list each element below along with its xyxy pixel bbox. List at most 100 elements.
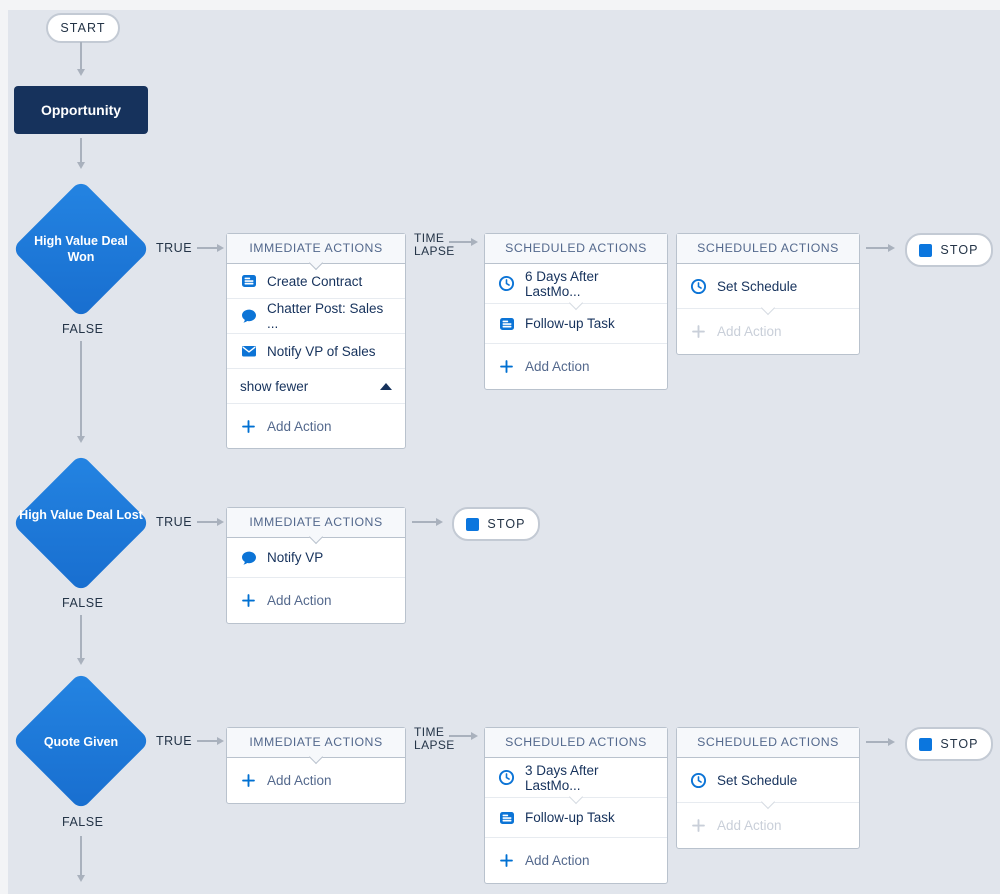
set-schedule-item[interactable]: Set Schedule [677, 264, 859, 316]
action-label: Follow-up Task [525, 316, 615, 331]
time-lapse-label: TIME LAPSE [414, 231, 455, 258]
add-action-button[interactable]: Add Action [485, 838, 667, 883]
stop-node: STOP [905, 727, 993, 761]
show-fewer-label: show fewer [240, 378, 309, 394]
add-action-label: Add Action [267, 418, 332, 434]
connector-arrow [197, 737, 224, 745]
stop-node: STOP [452, 507, 540, 541]
connector-arrow [449, 238, 478, 246]
stop-label: STOP [487, 517, 526, 531]
schedule-item[interactable]: 3 Days After LastMo... [485, 758, 667, 805]
schedule-item[interactable]: 6 Days After LastMo... [485, 264, 667, 311]
connector-arrow [197, 244, 224, 252]
action-item[interactable]: Notify VP [227, 538, 405, 578]
immediate-actions-card: IMMEDIATE ACTIONS Add Action [226, 727, 406, 804]
clock-icon [690, 278, 707, 295]
schedule-label: 6 Days After LastMo... [525, 268, 599, 299]
plus-icon [498, 358, 515, 375]
action-label: Follow-up Task [525, 810, 615, 825]
action-item[interactable]: Chatter Post: Sales ... [227, 299, 405, 334]
add-action-button[interactable]: Add Action [227, 758, 405, 803]
connector-arrow [412, 518, 443, 526]
clock-icon [498, 769, 515, 786]
card-header: SCHEDULED ACTIONS [485, 234, 667, 264]
action-label: Chatter Post: Sales ... [267, 301, 384, 331]
plus-icon [240, 418, 257, 435]
add-action-button[interactable]: Add Action [485, 344, 667, 389]
connector-arrow [77, 341, 85, 443]
connector-arrow [449, 732, 478, 740]
false-label: FALSE [62, 322, 104, 336]
time-lapse-label: TIME LAPSE [414, 725, 455, 752]
true-label: TRUE [156, 241, 193, 255]
stop-label: STOP [940, 243, 979, 257]
plus-icon [498, 852, 515, 869]
card-title: SCHEDULED ACTIONS [505, 735, 647, 749]
schedule-label: 3 Days After LastMo... [525, 762, 599, 793]
stop-icon [919, 243, 933, 257]
card-header: IMMEDIATE ACTIONS [227, 234, 405, 271]
card-header: IMMEDIATE ACTIONS [227, 728, 405, 765]
connector-arrow [77, 615, 85, 665]
card-title: SCHEDULED ACTIONS [697, 735, 839, 749]
action-item[interactable]: Follow-up Task [485, 304, 667, 344]
plus-icon [690, 817, 707, 834]
add-action-label: Add Action [267, 773, 332, 788]
false-label: FALSE [62, 815, 104, 829]
show-fewer-toggle[interactable]: show fewer [227, 369, 405, 404]
card-title: IMMEDIATE ACTIONS [249, 735, 383, 749]
card-title: IMMEDIATE ACTIONS [249, 241, 383, 255]
email-icon [240, 343, 257, 360]
action-item[interactable]: Follow-up Task [485, 798, 667, 838]
action-label: Create Contract [267, 273, 363, 289]
scheduled-actions-card: SCHEDULED ACTIONS Set Schedule Add Actio… [676, 727, 860, 849]
connector-arrow [77, 836, 85, 882]
add-action-button-disabled: Add Action [677, 309, 859, 354]
chatter-icon [240, 308, 257, 325]
add-action-button[interactable]: Add Action [227, 578, 405, 623]
task-icon [498, 809, 515, 826]
set-schedule-item[interactable]: Set Schedule [677, 758, 859, 810]
start-node: START [46, 13, 120, 43]
plus-icon [690, 323, 707, 340]
stop-icon [919, 737, 933, 751]
false-label: FALSE [62, 596, 104, 610]
scheduled-actions-card: SCHEDULED ACTIONS 3 Days After LastMo...… [484, 727, 668, 884]
action-item[interactable]: Create Contract [227, 264, 405, 299]
clock-icon [498, 275, 515, 292]
chatter-icon [240, 549, 257, 566]
card-title: SCHEDULED ACTIONS [505, 241, 647, 255]
action-item[interactable]: Notify VP of Sales [227, 334, 405, 369]
true-label: TRUE [156, 734, 193, 748]
add-action-label: Add Action [717, 324, 782, 339]
connector-arrow [197, 518, 224, 526]
card-header: SCHEDULED ACTIONS [677, 728, 859, 758]
task-icon [240, 273, 257, 290]
card-header: SCHEDULED ACTIONS [677, 234, 859, 264]
scheduled-actions-card: SCHEDULED ACTIONS 6 Days After LastMo...… [484, 233, 668, 390]
action-label: Notify VP of Sales [267, 343, 376, 359]
immediate-actions-card: IMMEDIATE ACTIONS Notify VP Add Action [226, 507, 406, 624]
plus-icon [240, 772, 257, 789]
card-header: IMMEDIATE ACTIONS [227, 508, 405, 545]
card-title: IMMEDIATE ACTIONS [249, 515, 383, 529]
collapse-icon [380, 382, 392, 390]
true-label: TRUE [156, 515, 193, 529]
stop-label: STOP [940, 737, 979, 751]
plus-icon [240, 592, 257, 609]
schedule-label: Set Schedule [717, 278, 798, 294]
card-title: SCHEDULED ACTIONS [697, 241, 839, 255]
immediate-actions-card: IMMEDIATE ACTIONS Create Contract Chatte… [226, 233, 406, 449]
scheduled-actions-card: SCHEDULED ACTIONS Set Schedule Add Actio… [676, 233, 860, 355]
add-action-label: Add Action [525, 853, 590, 868]
add-action-label: Add Action [717, 818, 782, 833]
add-action-label: Add Action [525, 359, 590, 374]
add-action-button[interactable]: Add Action [227, 404, 405, 448]
task-icon [498, 315, 515, 332]
clock-icon [690, 772, 707, 789]
schedule-label: Set Schedule [717, 772, 798, 788]
trigger-node-opportunity[interactable]: Opportunity [14, 86, 148, 134]
start-label: START [60, 21, 106, 35]
connector-arrow [866, 738, 895, 746]
